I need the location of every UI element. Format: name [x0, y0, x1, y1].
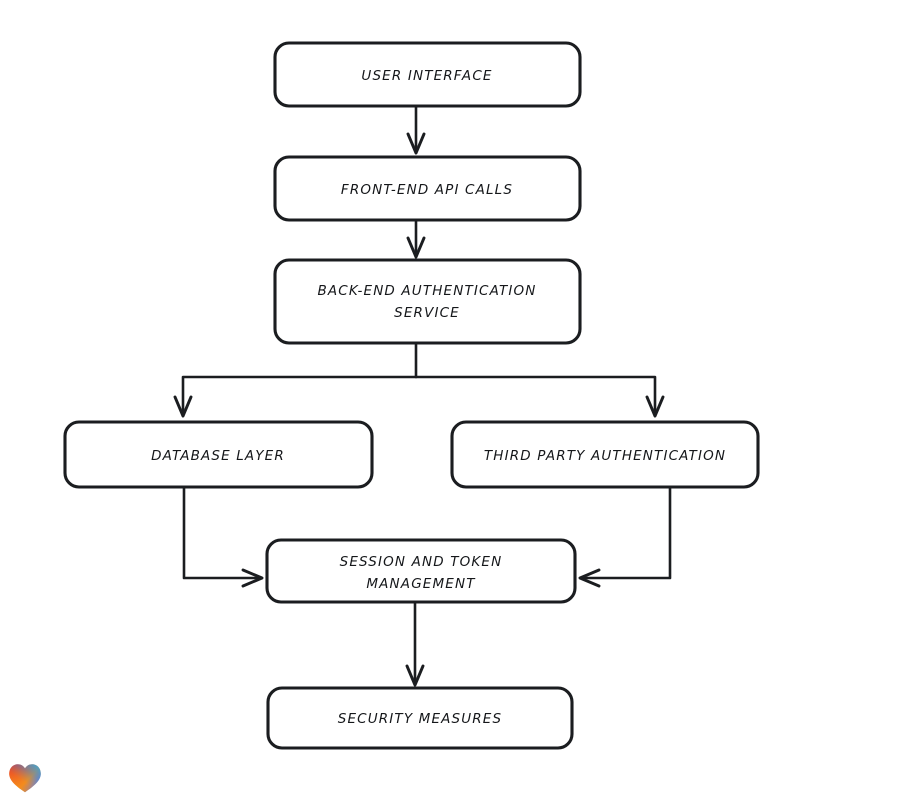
- node-back-end-authentication-service[interactable]: BACK-END AUTHENTICATION SERVICE: [273, 258, 582, 345]
- edge-backend-to-database: [173, 341, 418, 418]
- node-label-back-end-authentication-line1: BACK-END AUTHENTICATION: [317, 283, 536, 299]
- node-label-security-measures: SECURITY MEASURES: [338, 711, 502, 727]
- node-security-measures[interactable]: SECURITY MEASURES: [266, 686, 574, 750]
- edge-ui-to-api: [406, 104, 426, 155]
- edge-api-to-backend: [406, 218, 426, 259]
- node-user-interface[interactable]: USER INTERFACE: [273, 41, 582, 108]
- node-label-third-party-authentication: THIRD PARTY AUTHENTICATION: [484, 448, 726, 464]
- node-label-session-line2: MANAGEMENT: [366, 576, 476, 592]
- node-label-database-layer: DATABASE LAYER: [151, 448, 285, 464]
- edge-database-to-session: [182, 485, 264, 588]
- node-session-and-token-management[interactable]: SESSION AND TOKEN MANAGEMENT: [265, 538, 577, 604]
- edge-thirdparty-to-session: [578, 485, 672, 588]
- heart-icon: [9, 764, 41, 793]
- node-label-front-end-api-calls: FRONT-END API CALLS: [341, 182, 513, 198]
- node-label-user-interface: USER INTERFACE: [361, 68, 492, 84]
- node-front-end-api-calls[interactable]: FRONT-END API CALLS: [273, 155, 582, 222]
- edge-backend-to-thirdparty: [414, 375, 665, 418]
- node-label-back-end-authentication-line2: SERVICE: [394, 305, 460, 321]
- node-third-party-authentication[interactable]: THIRD PARTY AUTHENTICATION: [450, 420, 760, 489]
- edge-session-to-security: [405, 600, 425, 687]
- node-database-layer[interactable]: DATABASE LAYER: [63, 420, 374, 489]
- node-label-session-line1: SESSION AND TOKEN: [340, 554, 503, 570]
